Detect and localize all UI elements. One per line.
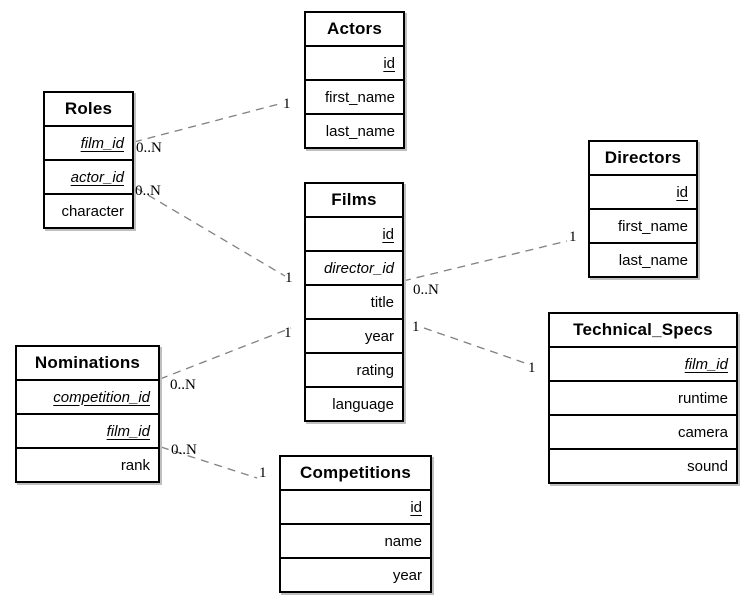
table-technical-specs-field-runtime: runtime — [550, 380, 736, 414]
cardinality-label-nominations-competitions-many: 0..N — [171, 442, 197, 458]
table-actors-field-last-name: last_name — [306, 113, 403, 147]
table-actors: Actors id first_name last_name — [304, 11, 405, 149]
table-actors-field-first-name: first_name — [306, 79, 403, 113]
cardinality-label-nominations-competitions-one: 1 — [259, 465, 267, 481]
cardinality-label-films-directors-one: 1 — [569, 229, 577, 245]
table-nominations-field-film-id: film_id — [17, 413, 158, 447]
cardinality-label-films-technical-specs-left: 1 — [412, 319, 420, 335]
table-competitions-title: Competitions — [299, 463, 411, 482]
table-directors-field-last-name: last_name — [590, 242, 696, 276]
table-films-field-title: title — [306, 284, 402, 318]
table-nominations-field-competition-id: competition_id — [17, 379, 158, 413]
table-nominations-title: Nominations — [34, 353, 141, 372]
table-roles-field-character: character — [45, 193, 132, 227]
table-roles-title: Roles — [64, 99, 113, 118]
cardinality-label-roles-actors-many: 0..N — [136, 140, 162, 156]
relationship-line-nominations-competitions — [160, 446, 258, 479]
table-roles-field-film-id: film_id — [45, 125, 132, 159]
table-directors-title: Directors — [604, 148, 682, 167]
cardinality-label-nominations-films-one: 1 — [284, 325, 292, 341]
table-films-field-id: id — [306, 216, 402, 250]
table-directors-field-id: id — [590, 174, 696, 208]
cardinality-label-roles-films-one: 1 — [285, 270, 293, 286]
cardinality-label-nominations-films-many: 0..N — [170, 377, 196, 393]
table-roles-field-actor-id: actor_id — [45, 159, 132, 193]
table-competitions-field-id: id — [281, 489, 430, 523]
table-actors-field-id: id — [306, 45, 403, 79]
cardinality-label-roles-films-many: 0..N — [135, 183, 161, 199]
table-nominations: Nominations competition_id film_id rank — [15, 345, 160, 483]
relationship-line-films-directors — [402, 240, 568, 282]
table-competitions-field-name: name — [281, 523, 430, 557]
table-films-field-language: language — [306, 386, 402, 420]
table-nominations-field-rank: rank — [17, 447, 158, 481]
relationship-line-nominations-films — [159, 327, 292, 380]
table-directors-field-first-name: first_name — [590, 208, 696, 242]
table-competitions: Competitions id name year — [279, 455, 432, 593]
table-competitions-field-year: year — [281, 557, 430, 591]
relationship-line-roles-actors — [133, 103, 280, 143]
table-films-field-year: year — [306, 318, 402, 352]
table-technical-specs-field-film-id: film_id — [550, 346, 736, 380]
cardinality-label-films-directors-many: 0..N — [413, 282, 439, 298]
table-roles: Roles film_id actor_id character — [43, 91, 134, 229]
relationship-line-roles-films — [135, 187, 286, 277]
table-films-field-director-id: director_id — [306, 250, 402, 284]
table-technical-specs-field-camera: camera — [550, 414, 736, 448]
table-films-title: Films — [331, 190, 377, 209]
table-films: Films id director_id title year rating l… — [304, 182, 404, 422]
cardinality-label-roles-actors-one: 1 — [283, 96, 291, 112]
table-films-field-rating: rating — [306, 352, 402, 386]
cardinality-label-films-technical-specs-right: 1 — [528, 360, 536, 376]
table-technical-specs-field-sound: sound — [550, 448, 736, 482]
table-technical-specs-title: Technical_Specs — [573, 320, 713, 339]
relationship-line-films-technical-specs — [423, 327, 526, 364]
table-actors-title: Actors — [326, 19, 383, 38]
table-technical-specs: Technical_Specs film_id runtime camera s… — [548, 312, 738, 484]
table-directors: Directors id first_name last_name — [588, 140, 698, 278]
